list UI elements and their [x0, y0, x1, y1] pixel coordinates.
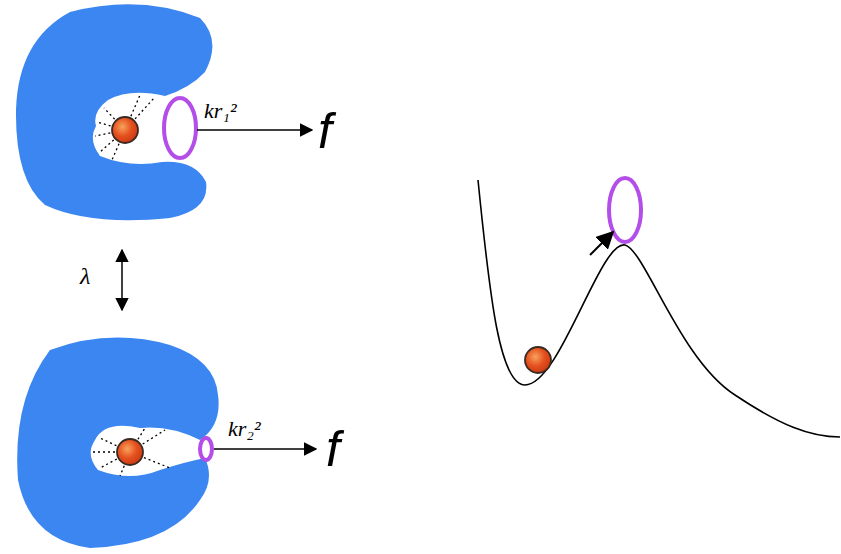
protein-pocket: [16, 4, 212, 220]
force-label: f: [326, 424, 340, 474]
force-arrow: [197, 129, 312, 131]
force-arrow: [214, 448, 316, 450]
lambda-label: λ: [80, 264, 90, 288]
protein-pocket: [17, 338, 218, 548]
ligand-ball: [525, 347, 551, 373]
transition-ring: [164, 98, 196, 158]
ligand-ball: [117, 439, 143, 465]
bond-lines: [95, 95, 155, 160]
spring-term: kr₂²: [228, 418, 261, 440]
ligand-ball: [112, 117, 138, 143]
bond-lines: [93, 428, 170, 476]
transition-ring: [200, 438, 212, 460]
spring-term: kr₁²: [204, 100, 237, 122]
force-label: f: [318, 106, 332, 156]
pointer-arrow: [590, 232, 613, 255]
energy-curve: [478, 180, 840, 437]
lambda-arrow: [121, 250, 123, 310]
transition-ring: [609, 178, 641, 242]
